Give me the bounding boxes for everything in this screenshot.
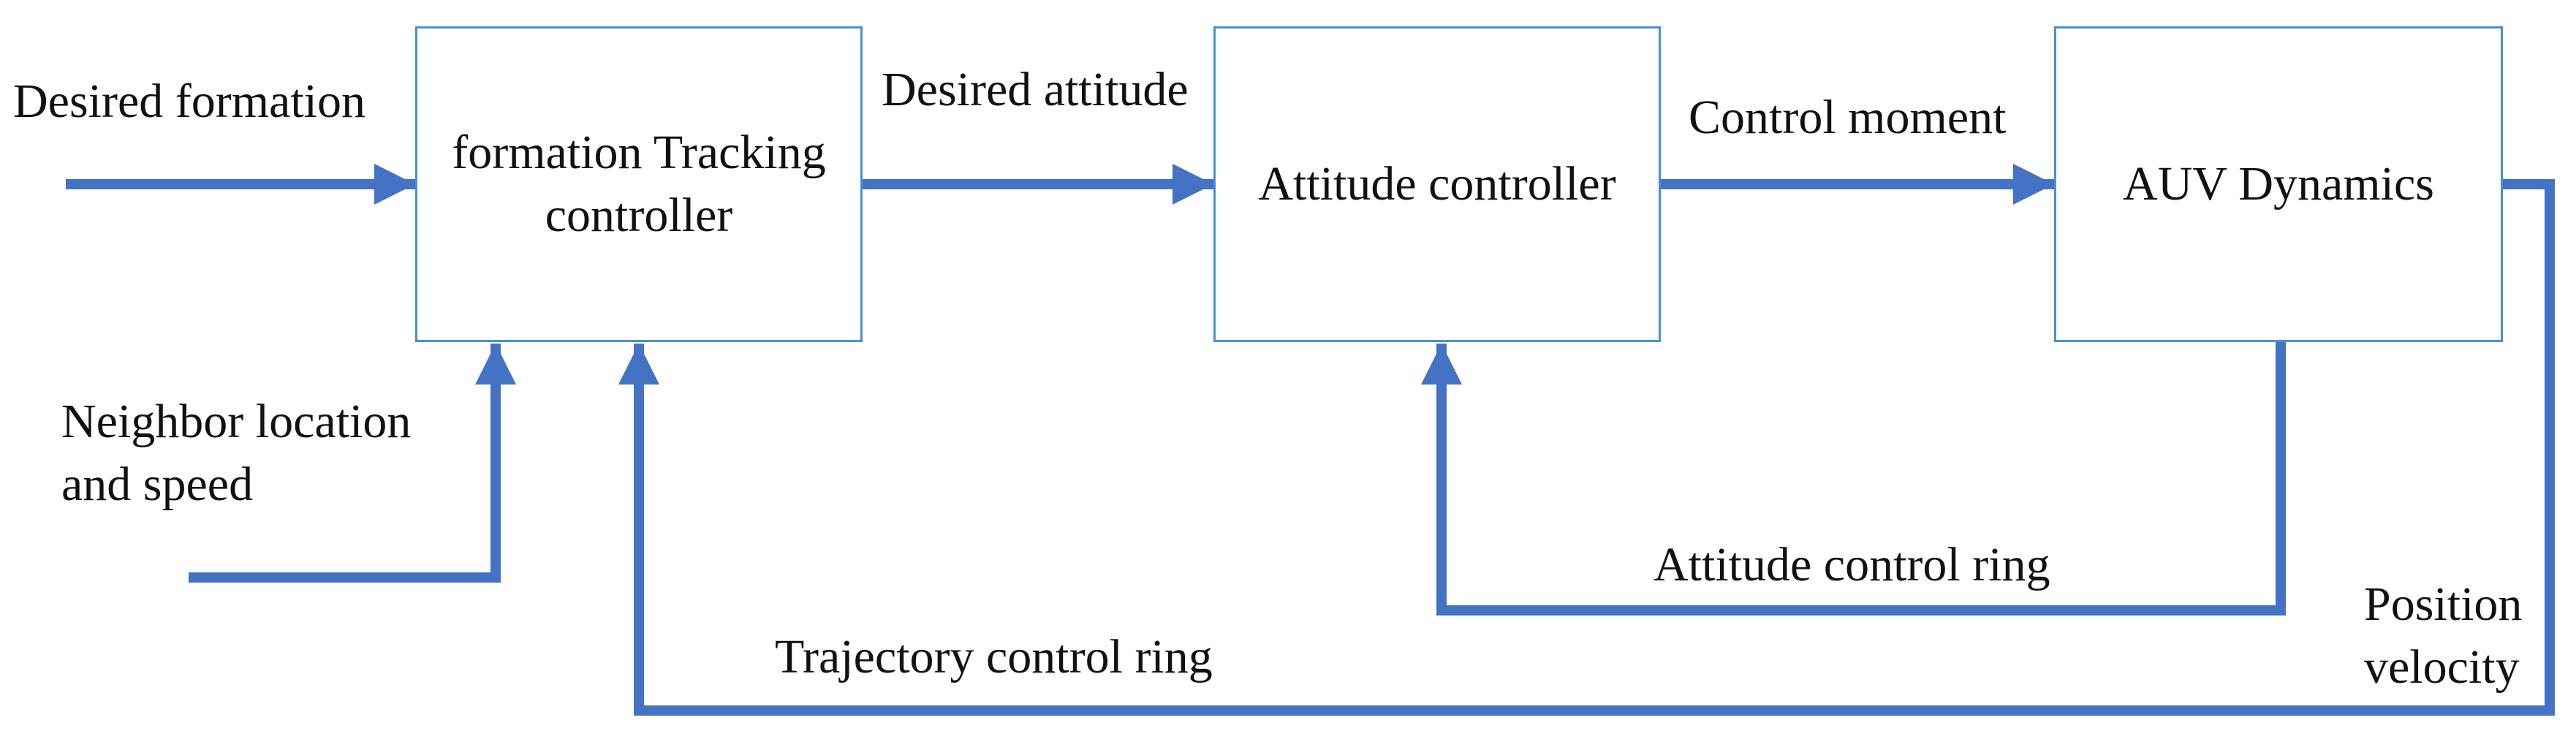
auv-dynamics-label: AUV Dynamics	[2123, 157, 2434, 211]
control-moment-label: Control moment	[1689, 91, 2007, 144]
desired-attitude-label: Desired attitude	[882, 63, 1189, 116]
formation-tracking-line1: formation Tracking	[452, 126, 826, 180]
trajectory-feedback-arrow	[618, 179, 2555, 716]
neighbor-line1: Neighbor location	[61, 395, 412, 448]
attitude-controller-label: Attitude controller	[1258, 157, 1616, 211]
formation-tracking-line2: controller	[545, 189, 733, 242]
velocity-line2: velocity	[2364, 640, 2520, 694]
auv-dynamics-block: AUV Dynamics	[2054, 26, 2503, 342]
neighbor-line2: and speed	[61, 457, 254, 511]
neighbor-location-label: Neighbor location and speed	[61, 390, 411, 516]
neighbor-input-arrow	[189, 344, 516, 583]
position-velocity-label: Position velocity	[2364, 573, 2522, 699]
attitude-control-ring-label: Attitude control ring	[1653, 538, 2050, 591]
position-line1: Position	[2364, 577, 2523, 631]
trajectory-control-ring-label: Trajectory control ring	[775, 630, 1213, 683]
attitude-controller-block: Attitude controller	[1213, 26, 1661, 342]
attitude-feedback-arrow	[1421, 342, 2286, 616]
formation-tracking-controller-block: formation Tracking controller	[415, 26, 863, 342]
desired-formation-label: Desired formation	[13, 75, 366, 128]
